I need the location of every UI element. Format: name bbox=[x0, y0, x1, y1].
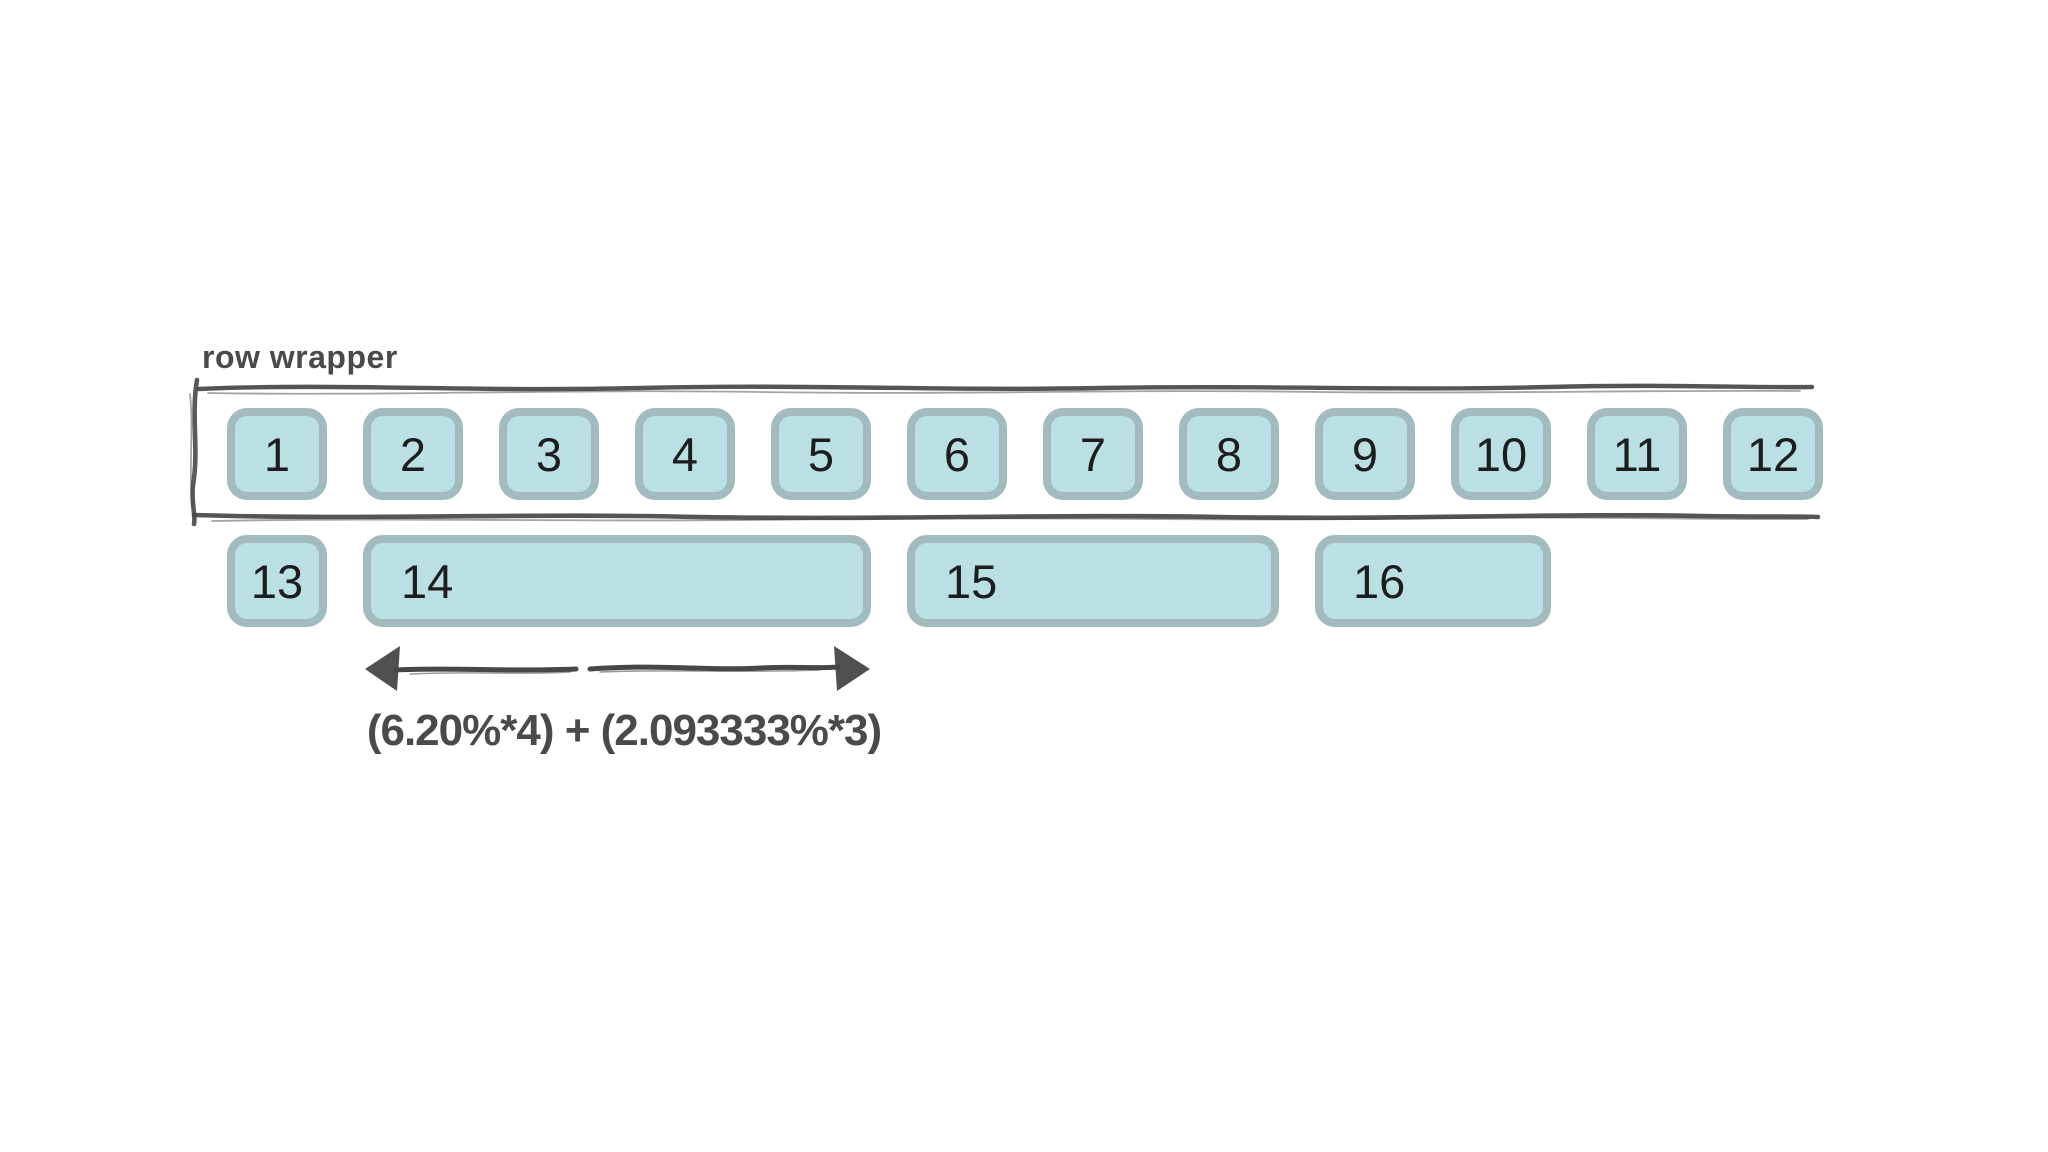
box-number: 10 bbox=[1474, 427, 1528, 481]
box-number: 16 bbox=[1353, 554, 1406, 608]
box-number: 12 bbox=[1746, 427, 1800, 481]
grid-box-7: 7 bbox=[1043, 408, 1143, 500]
width-formula: (6.20%*4) + (2.093333%*3) bbox=[366, 706, 882, 755]
box-number: 2 bbox=[399, 427, 427, 481]
grid-box-4: 4 bbox=[635, 408, 735, 500]
box-number: 9 bbox=[1351, 427, 1379, 481]
box-number: 8 bbox=[1215, 427, 1243, 481]
box-number: 15 bbox=[945, 554, 998, 608]
grid-box-8: 8 bbox=[1179, 408, 1279, 500]
box-number: 1 bbox=[263, 427, 291, 481]
row-wrapper-label: row wrapper bbox=[202, 339, 398, 375]
box-number: 13 bbox=[250, 554, 304, 608]
box-number: 14 bbox=[401, 554, 454, 608]
grid-box-3: 3 bbox=[499, 408, 599, 500]
grid-box-13: 13 bbox=[227, 535, 327, 627]
grid-box-10: 10 bbox=[1451, 408, 1551, 500]
grid-box-2: 2 bbox=[363, 408, 463, 500]
box-number: 7 bbox=[1079, 427, 1107, 481]
grid-box-12: 12 bbox=[1723, 408, 1823, 500]
grid-box-6: 6 bbox=[907, 408, 1007, 500]
grid-box-11: 11 bbox=[1587, 408, 1687, 500]
grid-box-5: 5 bbox=[771, 408, 871, 500]
box-number: 5 bbox=[807, 427, 835, 481]
box-number: 11 bbox=[1612, 427, 1662, 481]
double-arrow-icon bbox=[365, 646, 870, 691]
grid-box-16: 16 bbox=[1315, 535, 1551, 627]
grid-box-9: 9 bbox=[1315, 408, 1415, 500]
box-number: 3 bbox=[535, 427, 563, 481]
grid-box-15: 15 bbox=[907, 535, 1279, 627]
box-number: 4 bbox=[671, 427, 699, 481]
grid-box-14: 14 bbox=[363, 535, 871, 627]
box-number: 6 bbox=[943, 427, 971, 481]
grid-box-1: 1 bbox=[227, 408, 327, 500]
